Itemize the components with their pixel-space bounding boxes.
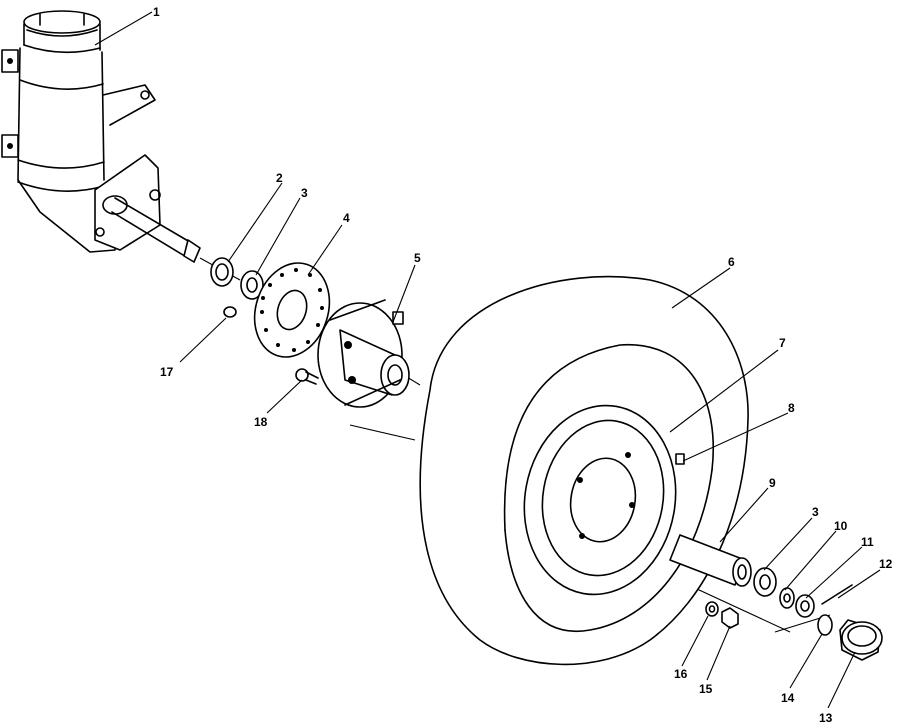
- callout-12: 12: [879, 557, 893, 571]
- tire: [419, 275, 749, 666]
- outer-bearing: [753, 567, 777, 597]
- wheel-hub: [317, 299, 410, 408]
- callout-2: 2: [276, 171, 283, 185]
- callout-15: 15: [699, 682, 713, 696]
- washer: [779, 587, 795, 609]
- inner-bearing: [240, 270, 264, 300]
- wheel-stud-small: [223, 306, 237, 318]
- callout-10: 10: [834, 519, 848, 533]
- spindle-housing: [1, 10, 201, 263]
- callout-11: 11: [861, 535, 874, 549]
- hub-stud: [295, 368, 319, 385]
- callout-16: 16: [674, 667, 688, 681]
- spacer-tube: [669, 534, 752, 587]
- o-ring: [817, 614, 833, 636]
- callout-14: 14: [781, 691, 795, 705]
- callout-labels: 1 2 3 4 5 6 7 8 9 3 10 11 12 13 14 15 16…: [153, 5, 893, 725]
- callout-1: 1: [153, 5, 160, 19]
- callout-4: 4: [343, 211, 350, 225]
- callout-8: 8: [788, 401, 795, 415]
- lock-washer: [705, 601, 719, 617]
- brake-disc: [253, 262, 331, 358]
- castle-nut: [795, 594, 815, 618]
- cotter-pin: [821, 584, 853, 605]
- lug-nut: [721, 607, 739, 629]
- callout-3-inner: 3: [301, 186, 308, 200]
- callout-18: 18: [254, 415, 268, 429]
- callout-5: 5: [414, 251, 421, 265]
- leader-lines: [94, 11, 881, 709]
- callout-6: 6: [728, 255, 735, 269]
- callout-13: 13: [819, 711, 833, 725]
- callout-7: 7: [779, 336, 786, 350]
- callout-17: 17: [160, 365, 174, 379]
- valve-stem: [675, 453, 685, 465]
- callout-9: 9: [769, 476, 776, 490]
- seal: [210, 257, 234, 287]
- callout-3-outer: 3: [812, 505, 819, 519]
- hub-cap: [839, 619, 883, 661]
